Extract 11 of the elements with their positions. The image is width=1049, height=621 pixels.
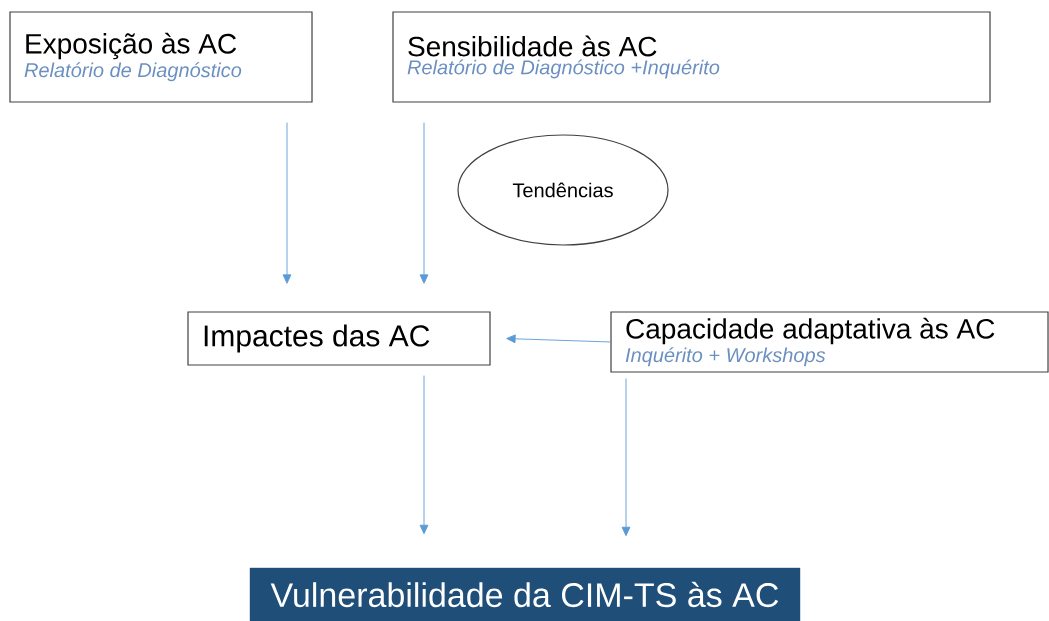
- text-box: Impactes das AC: [187, 311, 491, 366]
- result-box: Vulnerabilidade da CIM-TS às AC: [249, 567, 801, 621]
- arrow: [506, 334, 611, 344]
- arrow: [621, 378, 631, 537]
- text-box: Sensibilidade às AC Relatório de Diagnóstico +Inquérito: [392, 11, 991, 103]
- text-box: Exposição às AC Relatório de Diagnóstico: [9, 11, 313, 103]
- arrow: [419, 375, 429, 535]
- text-box: Capacidade adaptativa às AC Inquérito + Workshops: [610, 311, 1049, 373]
- ellipse-node: Tendências: [457, 134, 669, 246]
- arrow: [419, 122, 429, 284]
- arrow: [282, 122, 292, 284]
